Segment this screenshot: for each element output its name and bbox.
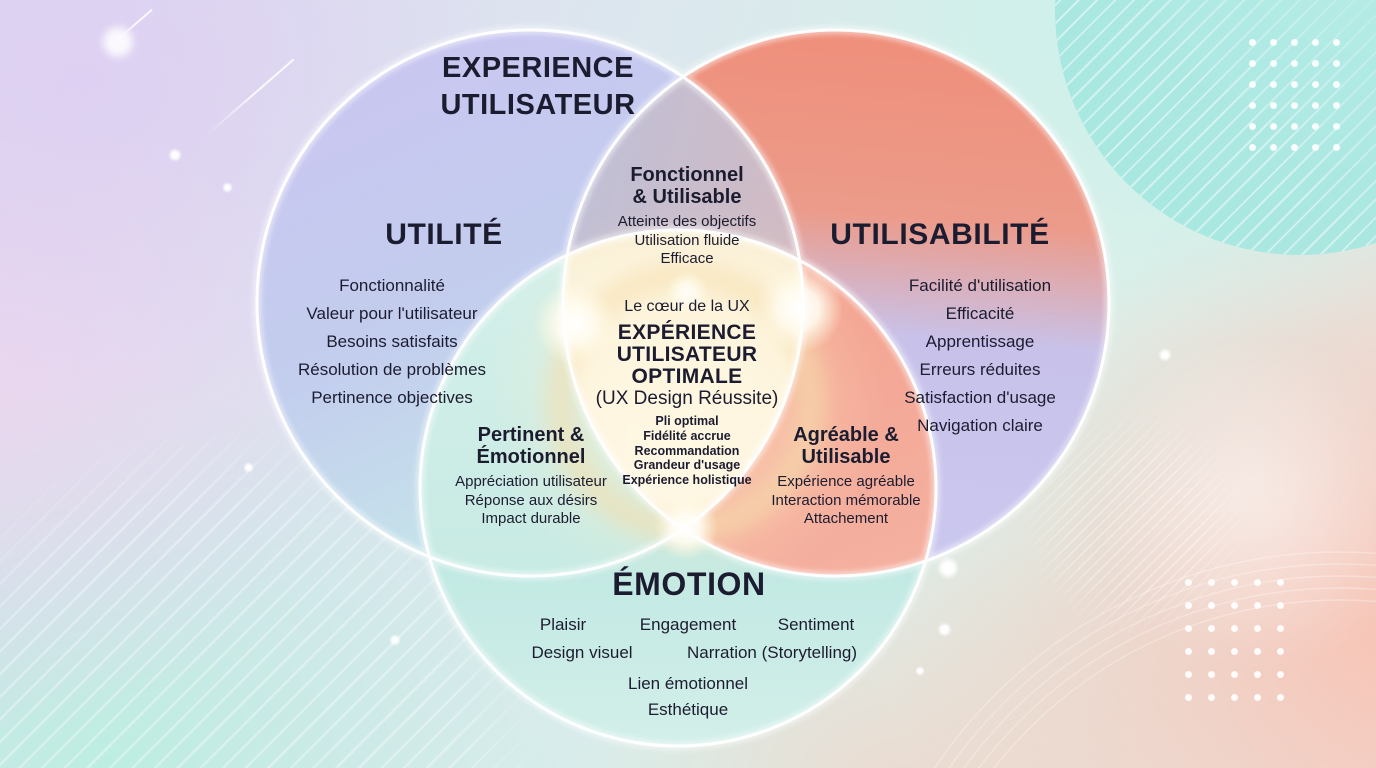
dot-grid-top-right xyxy=(1242,32,1349,160)
list-item: Navigation claire xyxy=(917,416,1043,435)
center-subtitle: (UX Design Réussite) xyxy=(595,388,779,409)
circle-outlines xyxy=(255,28,1111,748)
usability-heading: UTILISABILITÉ xyxy=(830,218,1050,251)
overlap-items: Appréciation utilisateur Réponse aux dés… xyxy=(455,473,607,529)
list-item: Expérience agréable xyxy=(777,473,915,490)
bokeh-dot xyxy=(98,22,138,62)
glow-spot-top xyxy=(665,270,709,314)
relevant-emotional-overlap: Pertinent & Émotionnel Appréciation util… xyxy=(455,424,607,529)
list-item: Apprentissage xyxy=(925,332,1035,351)
list-item: Fonctionnalité xyxy=(339,276,445,295)
list-item: Utilisation fluide xyxy=(634,231,740,249)
usability-items: Facilité d'utilisation Efficacité Appren… xyxy=(904,272,1056,440)
list-item: Efficacité xyxy=(945,304,1015,323)
center-core: Le cœur de la UX EXPÉRIENCE UTILISATEUR … xyxy=(596,298,779,488)
list-item: Pli optimal xyxy=(655,414,719,428)
concentric-arcs-decoration xyxy=(934,551,1376,768)
emotion-item: Sentiment xyxy=(777,615,855,634)
list-item: Atteinte des objectifs xyxy=(617,213,757,230)
overlap-title: Agréable & Utilisable xyxy=(793,424,899,468)
emotion-heading: ÉMOTION xyxy=(612,566,766,602)
list-item: Interaction mémorable xyxy=(771,491,921,509)
list-item: Besoins satisfaits xyxy=(326,332,458,351)
bokeh-dot xyxy=(915,666,925,676)
utility-heading: UTILITÉ xyxy=(385,218,503,251)
emotion-item: Engagement xyxy=(639,615,737,634)
list-item: Grandeur d'usage xyxy=(633,458,741,473)
bokeh-dot xyxy=(243,462,254,473)
functional-usable-overlap: Fonctionnel & Utilisable Atteinte des ob… xyxy=(618,164,756,269)
list-item: Expérience holistique xyxy=(622,473,752,488)
bokeh-dot xyxy=(222,182,233,193)
overlap-items: Expérience agréable Interaction mémorabl… xyxy=(771,473,920,529)
list-item: Fidélité accrue xyxy=(643,428,731,443)
center-kicker: Le cœur de la UX xyxy=(624,298,750,315)
glow-spot-left xyxy=(534,282,618,366)
list-item: Facilité d'utilisation xyxy=(908,276,1052,295)
list-item: Erreurs réduites xyxy=(919,360,1041,379)
overlap-title: Pertinent & Émotionnel xyxy=(476,424,586,468)
diagram-title: EXPERIENCE UTILISATEUR xyxy=(440,50,635,124)
center-items: Pli optimal Fidélité accrue Recommandati… xyxy=(596,414,779,488)
pleasant-usable-overlap: Agréable & Utilisable Expérience agréabl… xyxy=(771,424,920,529)
title-line: EXPERIENCE xyxy=(442,52,634,84)
emotion-item: Lien émotionnel xyxy=(627,674,749,693)
bokeh-dot xyxy=(937,622,952,637)
emotion-item: Design visuel xyxy=(531,643,633,662)
dot-grid-bottom-right xyxy=(1177,571,1294,710)
list-item: Impact durable xyxy=(481,510,581,527)
list-item: Pertinence objectives xyxy=(311,388,473,407)
utility-items: Fonctionnalité Valeur pour l'utilisateur… xyxy=(298,272,486,412)
title-line: UTILISATEUR xyxy=(440,89,636,121)
emotion-item: Esthétique xyxy=(647,700,729,719)
list-item: Valeur pour l'utilisateur xyxy=(306,304,478,323)
list-item: Efficace xyxy=(660,250,714,267)
list-item: Appréciation utilisateur xyxy=(455,473,607,490)
bokeh-dot xyxy=(1158,348,1172,362)
list-item: Réponse aux désirs xyxy=(464,491,598,509)
bokeh-dot xyxy=(168,148,182,162)
list-item: Satisfaction d'usage xyxy=(904,388,1056,407)
bokeh-dot xyxy=(389,634,401,646)
list-item: Recommandation xyxy=(634,443,740,458)
overlap-title: Fonctionnel & Utilisable xyxy=(630,164,744,208)
overlap-items: Atteinte des objectifs Utilisation fluid… xyxy=(618,213,756,269)
list-item: Résolution de problèmes xyxy=(297,360,487,379)
emotion-item: Narration (Storytelling) xyxy=(686,643,858,662)
emotion-item: Plaisir xyxy=(539,615,587,634)
list-item: Attachement xyxy=(803,510,889,527)
center-title: EXPÉRIENCE UTILISATEUR OPTIMALE xyxy=(616,321,758,388)
